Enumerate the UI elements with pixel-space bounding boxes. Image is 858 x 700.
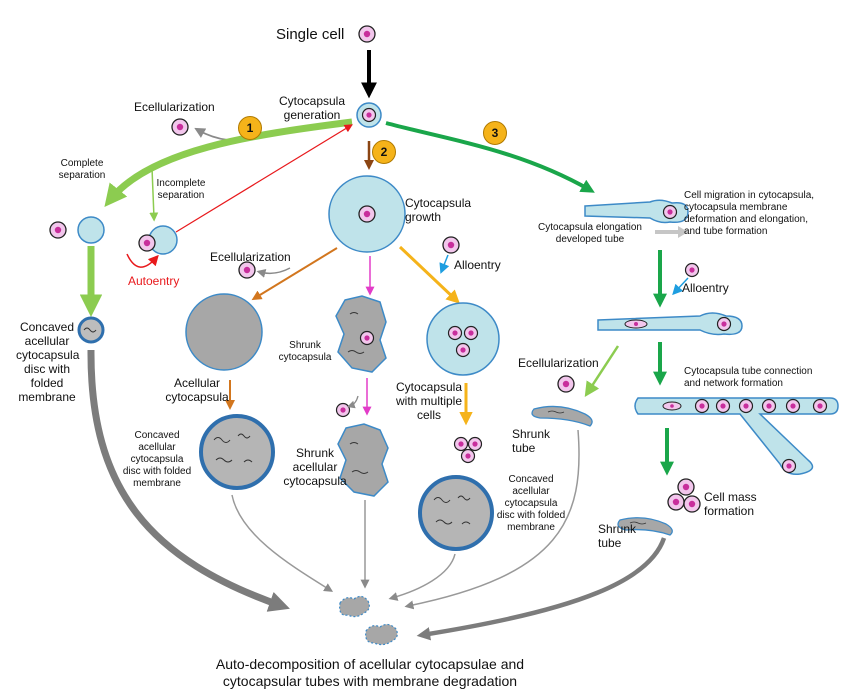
arrow-alloentry-mid — [439, 254, 450, 274]
cytocapsula-multiple-cells-icon — [426, 302, 500, 376]
cytocapsula-generation-label: Cytocapsula generation — [278, 94, 346, 122]
cytocapsula-growth-icon — [328, 175, 406, 253]
elongation-label: Cytocapsula elongation developed tube — [538, 222, 642, 245]
arrow-autoentry — [126, 253, 159, 268]
alloentry-right-label: Alloentry — [682, 281, 729, 295]
migration-tube-icon — [597, 312, 743, 336]
arrow-alloentry-right — [672, 277, 689, 296]
single-cell-label: Single cell — [276, 26, 345, 43]
arrow-path3-main — [385, 121, 595, 193]
caption: Auto-decomposition of acellular cytocaps… — [215, 656, 525, 689]
incomplete-separation-label: Incomplete separation — [156, 178, 206, 201]
badge-3: 3 — [483, 121, 507, 145]
autoentry-label: Autoentry — [128, 274, 180, 288]
acellular-cytocapsula-icon — [185, 293, 263, 371]
cytocapsula-growth-label: Cytocapsula growth — [405, 196, 472, 224]
shrunk-tube-2-icon — [617, 517, 673, 536]
ecellularization-mid-icon — [238, 261, 256, 279]
arrow-growth-to-multiple — [398, 245, 460, 304]
alloentry-right-icon — [684, 262, 700, 278]
arrow-shrunk-tube2-to-decomposition — [416, 537, 667, 641]
shrunk-tube-2-label: Shrunk tube — [598, 522, 637, 550]
arrow-growth-to-acellular — [251, 247, 338, 301]
network-formation-label: Cytocapsula tube connection and network … — [684, 366, 813, 389]
ecellularization-right-icon — [557, 375, 575, 393]
badge-1: 1 — [238, 116, 262, 140]
concaved-disc-left-icon — [199, 414, 275, 490]
arrow-autoentry-return — [175, 124, 353, 233]
single-cell-icon — [358, 25, 376, 43]
arrow-elongation-gray-head — [678, 226, 688, 238]
ecellularization-mid-label: Ecellularization — [210, 250, 291, 264]
complete-separation-label: Complete separation — [58, 158, 106, 181]
arrow-right-disc-to-decomposition — [388, 553, 456, 601]
migration-label: Cell migration in cytocapsula, cytocapsu… — [684, 190, 815, 237]
left-disc-label: Concaved acellular cytocapsula disc with… — [122, 430, 192, 489]
multiple-cells-label: Cytocapsula with multiple cells — [395, 380, 463, 422]
shrunk-acellular-cytocapsula-icon — [337, 423, 389, 497]
small-concaved-disc-icon — [77, 316, 105, 344]
shrunk-tube-icon — [531, 405, 593, 427]
ecellularization-shrunk-icon — [335, 402, 351, 418]
concaved-disc-right-icon — [418, 475, 494, 551]
badge-2: 2 — [372, 140, 396, 164]
alloentry-mid-label: Alloentry — [454, 258, 501, 272]
arrow-path1-to-decomposition — [87, 349, 290, 612]
decomposition-debris-icon — [339, 595, 398, 646]
small-disc-label: Concaved acellular cytocapsula disc with… — [16, 320, 80, 404]
alloentry-mid-icon — [442, 236, 460, 254]
cell-mass-icon — [667, 478, 701, 513]
arrow-ecellularization-right — [584, 345, 620, 398]
released-cells-icon — [453, 436, 483, 464]
arrow-left-disc-to-decomposition — [231, 494, 334, 592]
shrunk-tube-label: Shrunk tube — [512, 427, 551, 455]
cytocapsula-generation-icon — [356, 102, 382, 128]
ecellularization-top-icon — [171, 118, 189, 136]
ecellularization-right-label: Ecellularization — [518, 356, 599, 370]
acellular-cytocapsula-label: Acellular cytocapsula — [165, 376, 229, 404]
shrunk-cytocapsula-label: Shrunk cytocapsula — [278, 340, 332, 363]
ecellularization-top-label: Ecellularization — [134, 100, 215, 114]
elongation-tube-icon — [584, 199, 689, 224]
incomplete-separation-cells — [138, 225, 178, 255]
shrunk-acellular-label: Shrunk acellular cytocapsula — [283, 446, 347, 488]
complete-separation-cells — [49, 216, 105, 244]
arrow-to-ecellularization-mid — [256, 267, 291, 278]
shrunk-cytocapsula-icon — [335, 295, 387, 373]
right-disc-label: Concaved acellular cytocapsula disc with… — [496, 474, 566, 533]
cell-mass-label: Cell mass formation — [704, 490, 757, 518]
arrow-shrunk-tube-to-decomposition — [404, 429, 580, 610]
arrow-incomplete-separation — [149, 167, 159, 222]
arrow-to-ecellularization-shrunk — [347, 395, 359, 409]
arrow-to-ecellularization-top — [194, 127, 229, 141]
arrow-path1-main — [104, 118, 353, 207]
tube-network-icon — [634, 397, 839, 476]
